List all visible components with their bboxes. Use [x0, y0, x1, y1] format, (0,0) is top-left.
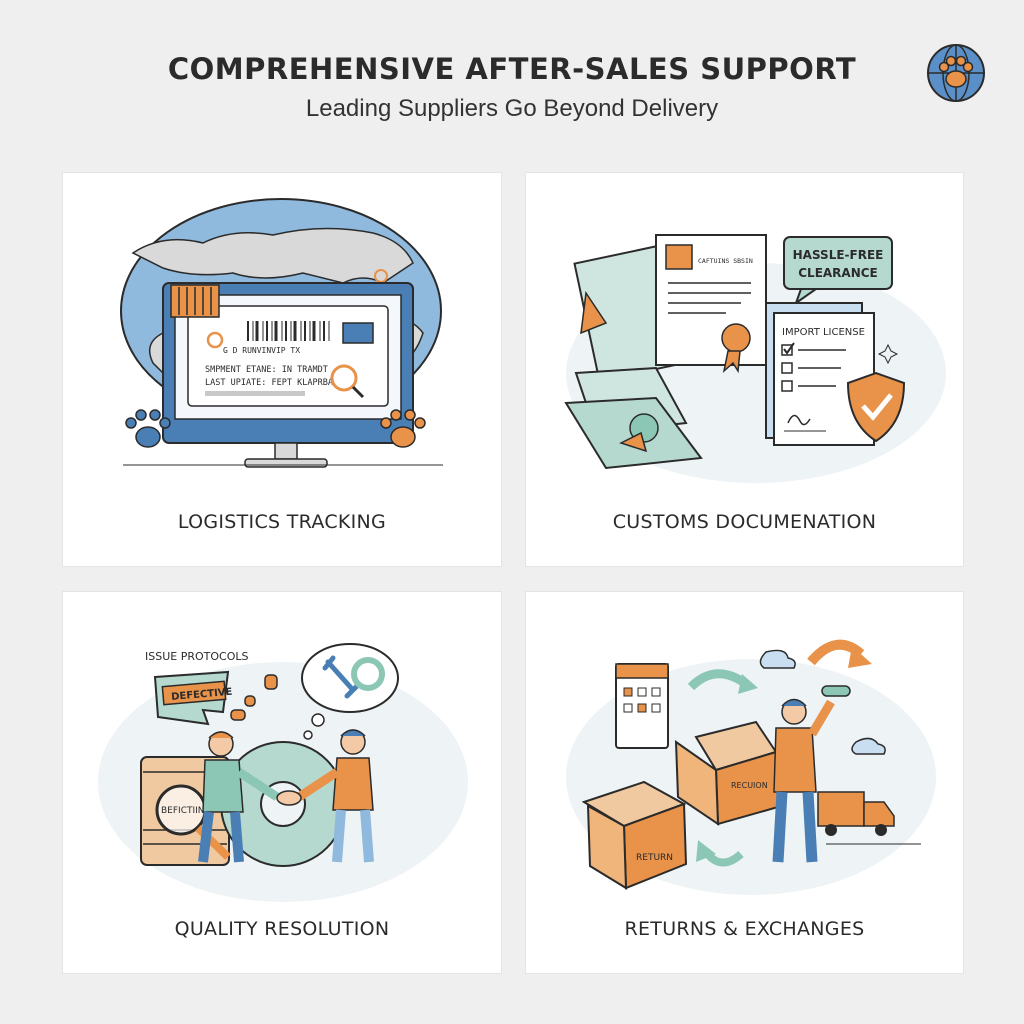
- cloud-icon: [759, 649, 796, 669]
- caption-returns-exchanges: RETURNS & EXCHANGES: [624, 918, 865, 940]
- sparkle-icon: [877, 343, 899, 365]
- panel-quality-resolution: ISSUE PROTOCOLS DEFECTIVE BEFICTIIN: [62, 591, 502, 974]
- checklist-icon: [781, 342, 846, 392]
- page-title: COMPREHENSIVE AFTER-SALES SUPPORT: [167, 52, 857, 86]
- bone-icon: [821, 685, 851, 697]
- panel-logistics-tracking: G D RUNVINVIP TX SMPMENT ETANE: IN TRAMD…: [62, 172, 502, 567]
- speech-bubble: HASSLE-FREE CLEARANCE: [783, 236, 893, 306]
- last-update: LAST UPIATE: FEPT KLAPRBA: [205, 378, 333, 388]
- cardboard-box-icon: RECUION: [674, 720, 780, 826]
- bag-text: BEFICTIIN: [161, 806, 205, 816]
- exchange-arrow-icon: [687, 669, 749, 691]
- gear-icon: [351, 657, 385, 691]
- shield-check-icon: [846, 371, 906, 443]
- defective-stamp: [161, 680, 227, 706]
- quality-illustration: ISSUE PROTOCOLS DEFECTIVE BEFICTIIN: [98, 643, 468, 902]
- box-label-top: RECUION: [731, 781, 768, 790]
- delivery-truck-icon: [817, 791, 895, 836]
- world-map-land: [131, 227, 414, 284]
- thought-bubble: [301, 643, 399, 740]
- handshake-icon: [276, 790, 302, 806]
- calendar-icon: [615, 663, 669, 749]
- panel-customs-documentation: CAFTUINS SBSIN HASSLE-FREE CLEARANCE IMP…: [525, 172, 964, 567]
- license-title: IMPORT LICENSE: [782, 327, 865, 338]
- person-holding-bone-icon: [772, 685, 851, 863]
- folder-icon: [342, 322, 374, 344]
- box-label-bottom: RETURN: [636, 853, 673, 863]
- issue-protocols-label: ISSUE PROTOCOLS: [145, 650, 248, 663]
- person-right-icon: [296, 729, 374, 863]
- shipment-status: SMPMENT ETANE: IN TRAMDT: [205, 365, 328, 375]
- logistics-illustration: G D RUNVINVIP TX SMPMENT ETANE: IN TRAMD…: [120, 198, 443, 468]
- caption-logistics-tracking: LOGISTICS TRACKING: [177, 511, 387, 533]
- bubble-line-2: CLEARANCE: [798, 266, 878, 280]
- returns-illustration: RECUION RETURN: [566, 639, 936, 895]
- barcode-icon: [247, 321, 330, 341]
- stamp-text: DEFECTIVE: [171, 687, 233, 703]
- bone-icon: [230, 674, 278, 721]
- page-subtitle: Leading Suppliers Go Beyond Delivery: [305, 95, 719, 122]
- customs-illustration: CAFTUINS SBSIN HASSLE-FREE CLEARANCE IMP…: [564, 234, 946, 483]
- signature-mark: [787, 414, 811, 426]
- screen-code: G D RUNVINVIP TX: [223, 346, 300, 355]
- caption-customs-documentation: CUSTOMS DOCUMENATION: [612, 511, 877, 533]
- caption-quality-resolution: QUALITY RESOLUTION: [174, 918, 390, 940]
- document-heading: CAFTUINS SBSIN: [698, 257, 753, 265]
- monitor-stand: [274, 442, 298, 460]
- paw-globe-icon: [927, 44, 985, 102]
- person-left-icon: [198, 731, 280, 863]
- panel-returns-exchanges: RECUION RETURN RETURNS & EXCHANGES: [525, 591, 964, 974]
- award-ribbon-icon: [721, 323, 751, 353]
- magnifier-icon: [330, 364, 365, 399]
- bubble-line-1: HASSLE-FREE: [793, 248, 884, 262]
- open-box-icon: RETURN: [581, 780, 688, 890]
- paw-icon: [125, 409, 171, 448]
- paw-icon: [380, 409, 426, 448]
